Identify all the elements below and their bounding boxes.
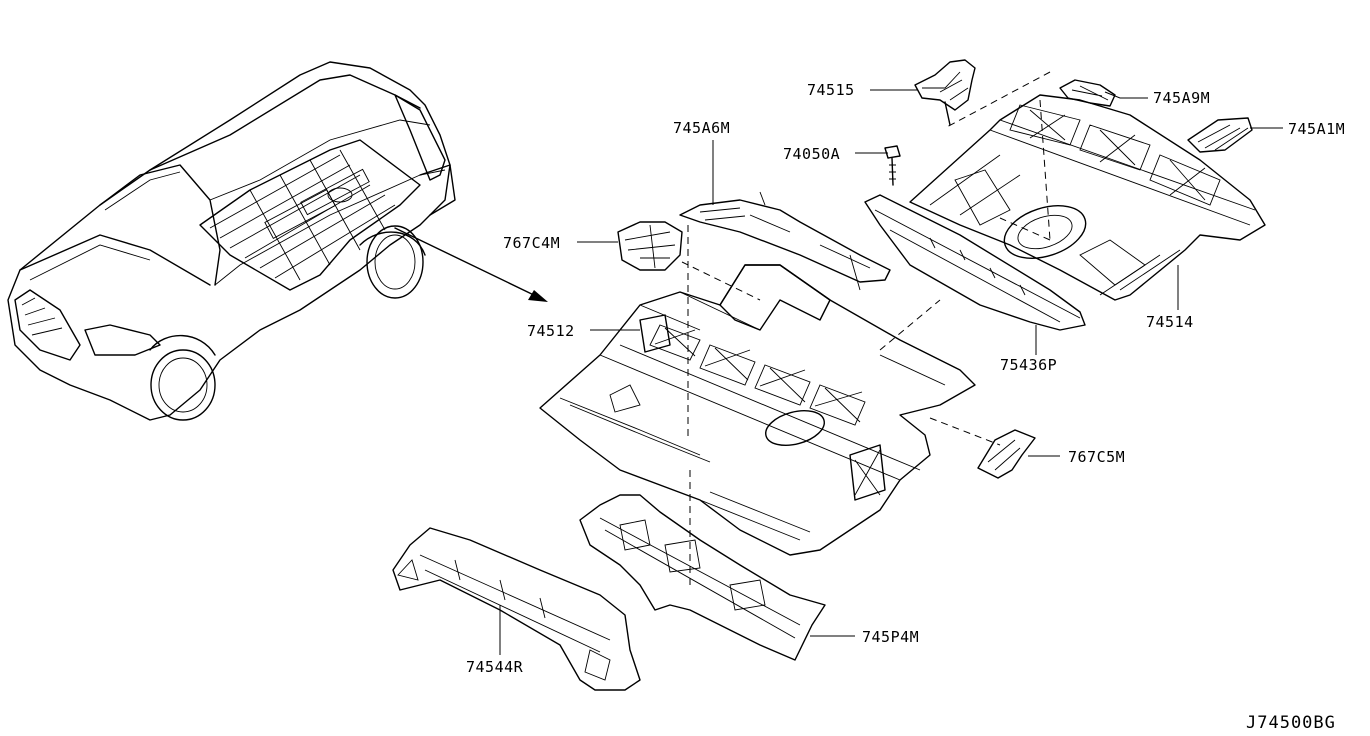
part-767C4M[interactable]: [617, 221, 683, 271]
part-74514[interactable]: [909, 94, 1266, 301]
label-74544R: 74544R: [466, 658, 524, 676]
part-745A6M[interactable]: [679, 191, 891, 291]
part-745A1M[interactable]: [1187, 117, 1253, 153]
label-74512: 74512: [527, 322, 575, 340]
label-767C4M: 767C4M: [503, 234, 560, 252]
part-74515[interactable]: [914, 59, 976, 126]
label-74514: 74514: [1146, 313, 1194, 331]
label-745A6M: 745A6M: [673, 119, 730, 137]
label-75436P: 75436P: [1000, 356, 1057, 374]
part-745P4M[interactable]: [579, 494, 826, 661]
floor-texture: [209, 149, 396, 281]
vehicle-overview: [7, 61, 548, 421]
label-745A9M: 745A9M: [1153, 89, 1210, 107]
part-74050A[interactable]: [884, 145, 901, 186]
label-745A1M: 745A1M: [1288, 120, 1345, 138]
part-767C5M[interactable]: [977, 429, 1036, 479]
diagram-reference-code: J74500BG: [1246, 713, 1336, 733]
part-labels: 74515 745A9M 745A6M 74050A 745A1M 767C4M…: [466, 81, 1345, 676]
part-74544R[interactable]: [392, 527, 641, 691]
label-74050A: 74050A: [783, 145, 840, 163]
label-767C5M: 767C5M: [1068, 448, 1125, 466]
label-74515: 74515: [807, 81, 855, 99]
part-74512[interactable]: [539, 264, 976, 556]
label-745P4M: 745P4M: [862, 628, 919, 646]
assembly-dash-lines: [681, 71, 1051, 590]
part-75436P[interactable]: [864, 194, 1086, 331]
leader-lines: [499, 89, 1283, 655]
